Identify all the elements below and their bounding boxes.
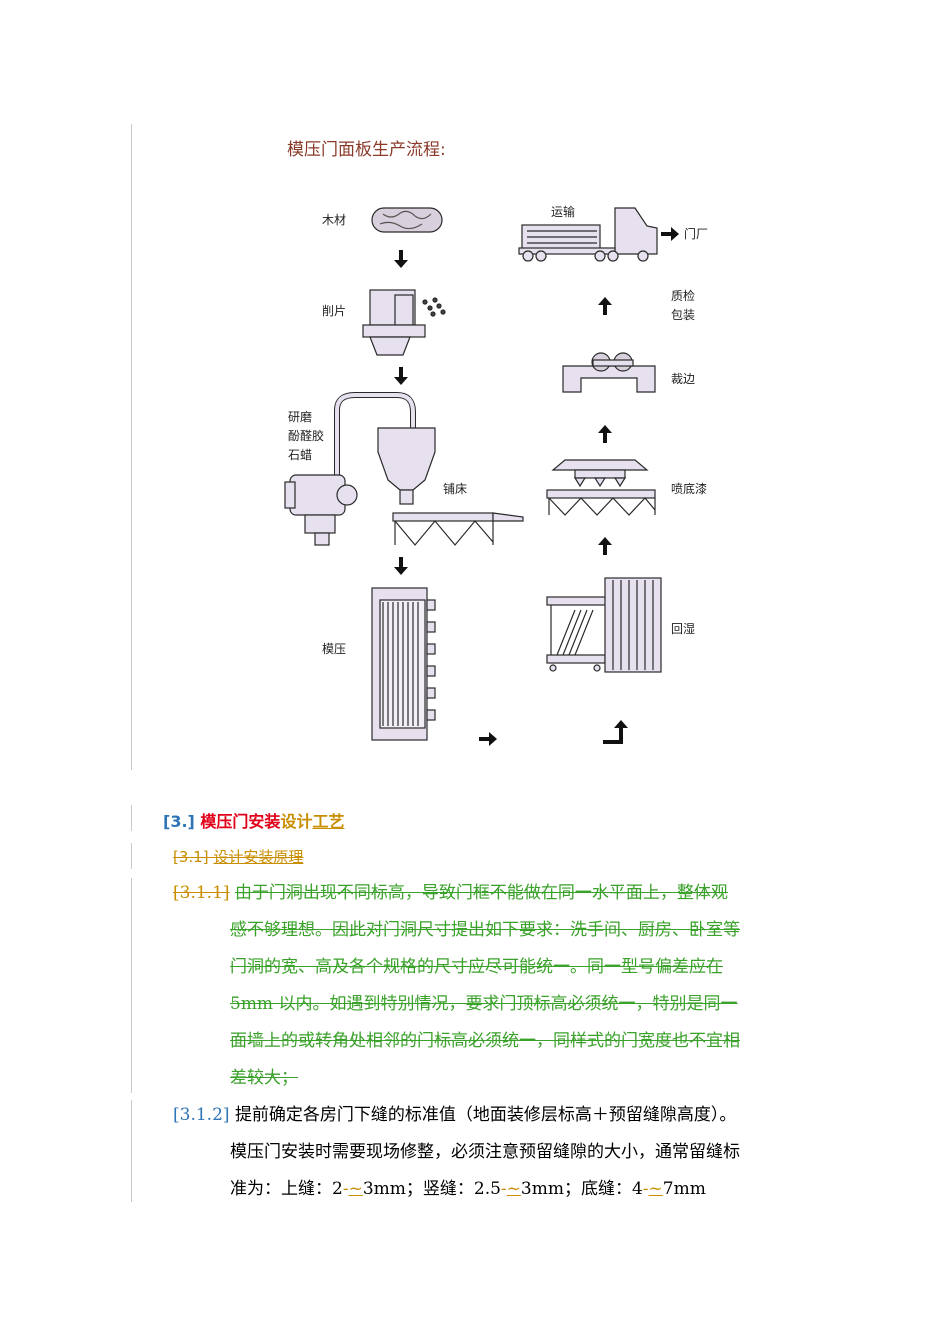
paragraph-line: 差较大； [230,1068,298,1088]
arrow-right-icon [479,732,497,746]
change-bar-figure [131,124,132,770]
label-qc-2: 包装 [671,308,696,322]
press-icon [371,587,436,741]
section-title: 模压门安装 [200,812,281,831]
paragraph-line: 由于门洞出现不同标高，导致门框不能做在同一水平面上，整体观 [234,883,728,903]
label-door-factory: 门厂 [684,227,709,241]
arrow-down-icon [394,367,408,385]
paragraph-line: 感不够理想。因此对门洞尺寸提出如下要求：洗手间、厨房、卧室等 [230,920,740,940]
grinder-cyclone-icon [284,392,436,546]
subsection-heading: [3.1] 设计安装原理 [173,846,303,867]
tilde-mark: ~ [348,1179,363,1199]
section-title-inserted-2: 工艺 [312,812,345,831]
process-flow-figure: 模压门面板生产流程: [275,130,735,760]
humidifier-icon [546,577,662,673]
label-mold: 模压 [322,642,347,656]
arrow-down-icon [394,250,408,268]
trim-saw-icon [562,352,656,393]
subsection-title: 设计安装原理 [213,848,304,866]
label-grind-2: 酚醛胶 [288,429,325,443]
transport-truck-icon [518,207,658,262]
paragraph-line: 门洞的宽、高及各个规格的尺寸应尽可能统一。同一型号偏差应在 [230,957,723,977]
paragraph-3-1-1: [3.1.1] 由于门洞出现不同标高，导致门框不能做在同一水平面上，整体观 [173,875,728,912]
paragraph-number: [3.1.2] [173,1105,230,1125]
label-trim: 裁边 [671,372,696,386]
subsection-number: [3.1] [173,848,209,866]
paragraph-line-gaps: 准为：上缝：2-~3mm；竖缝：2.5-~3mm；底缝：4-~7mm [230,1171,706,1208]
arrow-up-icon [598,425,612,443]
change-bar-paragraph-1 [131,878,132,1093]
section-heading: [3.] 模压门安装设计工艺 [163,808,344,832]
section-title-inserted-1: 设计 [280,812,313,831]
paragraph-line: 模压门安装时需要现场修整，必须注意预留缝隙的大小，通常留缝标 [230,1142,740,1162]
change-bar-subheading [131,843,132,869]
label-bed: 铺床 [443,482,468,496]
label-transport: 运输 [551,205,576,219]
paragraph-line: 5mm 以内。如遇到特别情况，要求门顶标高必须统一，特别是同一 [230,994,738,1014]
change-bar-heading [131,805,132,831]
flow-diagram [284,207,679,746]
arrow-down-icon [394,557,408,575]
figure-title: 模压门面板生产流程: [287,140,446,160]
paragraph-line: 提前确定各房门下缝的标准值（地面装修层标高＋预留缝隙高度）。 [234,1105,737,1125]
dash-mark: - [342,1179,349,1199]
tilde-mark: ~ [506,1179,521,1199]
label-wood: 木材 [322,213,347,227]
label-spray: 喷底漆 [671,482,708,496]
label-humid: 回湿 [671,622,696,636]
arrow-up-icon [598,297,612,315]
dash-mark: - [642,1179,649,1199]
paragraph-number: [3.1.1] [173,883,230,903]
gap-text-side: 3mm；竖缝：2.5 [362,1179,501,1199]
label-grind-1: 研磨 [288,410,313,424]
paragraph-line: 面墙上的或转角处相邻的门标高必须统一，同样式的门宽度也不宜相 [230,1031,740,1051]
forming-bed-icon [392,512,524,546]
wood-log-icon [371,207,443,233]
arrow-turn-up-icon [603,720,628,744]
gap-text-bottom: 3mm；底缝：4 [520,1179,643,1199]
chipper-icon [362,289,446,356]
dash-mark: - [500,1179,507,1199]
label-chip: 削片 [322,304,347,318]
label-qc-1: 质检 [671,289,696,303]
gap-text-end: 7mm [662,1179,706,1199]
section-number: [3.] [163,812,195,831]
flow-arrows [394,227,679,746]
spray-primer-icon [546,459,656,516]
tilde-mark: ~ [648,1179,663,1199]
arrow-right-icon [661,227,679,241]
arrow-up-icon [598,537,612,555]
label-grind-3: 石蜡 [288,448,313,462]
change-bar-paragraph-2 [131,1100,132,1202]
paragraph-3-1-2: [3.1.2] 提前确定各房门下缝的标准值（地面装修层标高＋预留缝隙高度）。 [173,1097,736,1134]
gap-text-top: 准为：上缝：2 [230,1179,343,1199]
